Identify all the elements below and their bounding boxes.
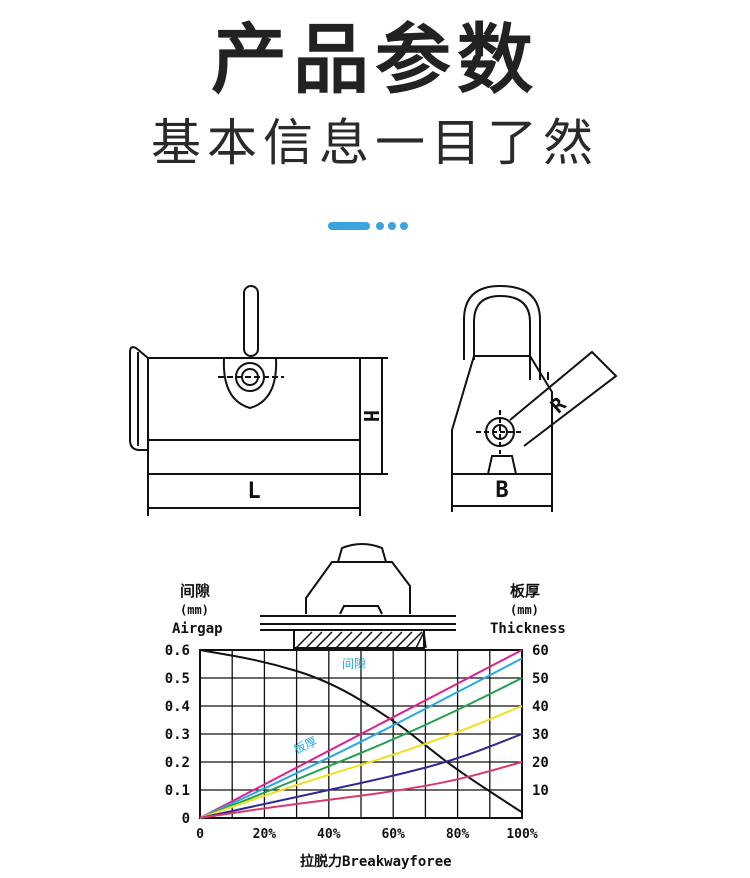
handle-loop-outer [463,284,541,380]
airgap-annotation: 间隙 [342,657,366,671]
x-tick-label: 60% [381,827,405,842]
right-tick-label: 40 [532,699,549,715]
accent-dot [376,222,384,230]
x-tick-label: 100% [506,827,537,842]
magnet-illustration [260,543,456,649]
hatch-line [375,631,393,649]
hatch-line [335,631,353,649]
left-tick-label: 0.4 [165,699,190,715]
workpiece [293,629,425,649]
right-tick-label: 60 [532,643,549,659]
x-tick-label: 80% [446,827,470,842]
handle-rod [243,285,259,357]
accent-dot [388,222,396,230]
chart-ticks: 0.6 0.5 0.4 0.3 0.2 0.1 0 60 50 40 30 20 10 0 20% 40% 60… [165,643,549,842]
side-arm [509,350,618,447]
x-tick-label: 0 [196,827,204,842]
thickness-curve [199,705,523,819]
hatch-line [423,631,427,649]
airgap-curve [199,649,523,814]
left-axis-title-en: Airgap [172,621,223,637]
thickness-curve [199,761,523,819]
pivot-boss [222,357,278,410]
page-subtitle: 基本信息一目了然 [151,114,599,172]
chart-series [199,649,523,819]
dim-l-label: L [247,479,260,504]
magnet-notch [339,605,383,615]
side-view [451,284,618,512]
right-tick-label: 20 [532,755,549,771]
hatch-line [415,631,425,649]
right-axis-title-zh: 板厚 [510,582,540,600]
hatch-line [385,631,403,649]
hatch-line [295,631,313,649]
left-tick-label: 0.3 [165,727,190,743]
left-axis-title-zh: 间隙 [180,582,210,600]
right-tick-label: 50 [532,671,549,687]
thickness-curve [199,733,523,819]
x-axis-title: 拉脱力Breakwayforee [300,853,452,870]
handle-loop-inner [473,294,531,380]
workpiece-hatch [295,631,427,649]
lever-left [129,346,149,451]
body-outline [147,357,361,475]
hatch-line [395,631,413,649]
left-tick-label: 0.1 [165,783,190,799]
x-tick-label: 20% [253,827,277,842]
magnet-body [305,561,411,614]
x-tick-label: 40% [317,827,341,842]
left-tick-label: 0.6 [165,643,190,659]
right-tick-label: 10 [532,783,549,799]
right-axis-unit: (mm) [510,603,539,617]
accent-dot [400,222,408,230]
hatch-line [355,631,373,649]
left-tick-label: 0.2 [165,755,190,771]
left-tick-label: 0.5 [165,671,190,687]
left-axis-unit: (mm) [180,603,209,617]
hatch-line [345,631,363,649]
magnet-top [337,543,387,563]
hatch-line [405,631,423,649]
thickness-annotation: 板厚 [292,734,320,757]
thickness-curve [199,677,523,819]
thickness-curve [199,649,523,819]
accent-bar [328,222,370,230]
left-tick-label: 0 [182,811,190,827]
hatch-line [325,631,343,649]
dim-b-label: B [495,478,508,503]
base-notch [487,455,517,475]
page-title: 产品参数 [211,15,539,104]
hatch-line [305,631,323,649]
hatch-line [315,631,333,649]
dim-h-label: H [359,410,383,422]
thickness-curve [199,657,523,819]
front-view [129,285,388,516]
right-axis-title-en: Thickness [490,621,566,637]
right-tick-label: 30 [532,727,549,743]
hatch-line [365,631,383,649]
